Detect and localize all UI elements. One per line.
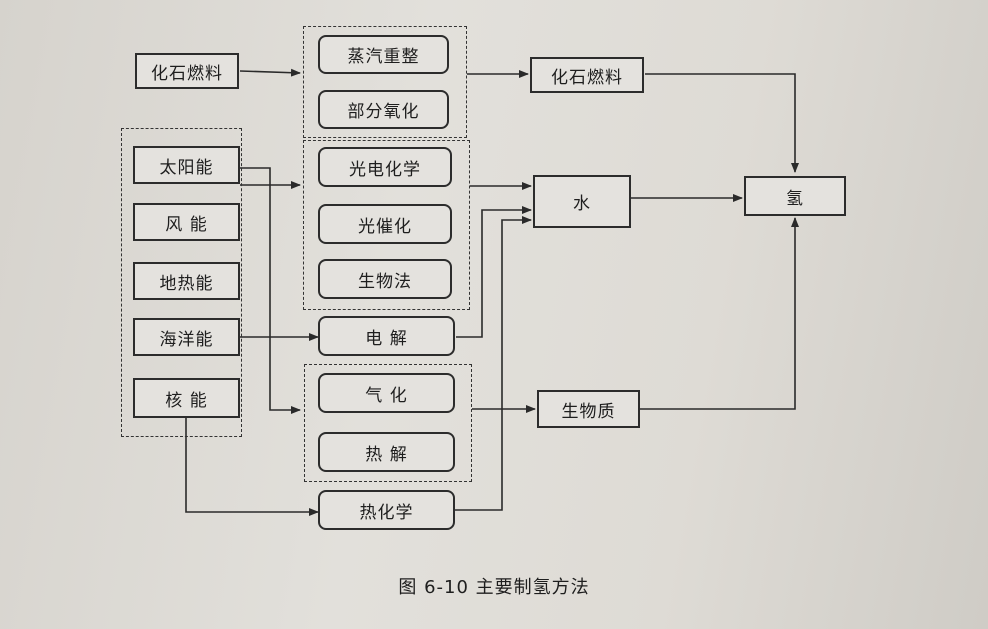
arrow-fossil-to-hydrogen (645, 73, 799, 173)
process-pyrolysis: 热 解 (318, 432, 455, 472)
intermediate-water: 水 (533, 175, 631, 228)
product-hydrogen: 氢 (744, 176, 846, 216)
figure-caption: 图 6-10 主要制氢方法 (398, 577, 590, 598)
process-steam-reforming: 蒸汽重整 (318, 35, 449, 74)
fossil-process-group (303, 26, 467, 138)
process-partial-oxidation: 部分氧化 (318, 90, 449, 129)
intermediate-fossil-fuel: 化石燃料 (530, 57, 644, 93)
source-nuclear: 核 能 (133, 378, 240, 418)
thermal-process-group (304, 364, 472, 482)
process-electrolysis: 电 解 (318, 316, 455, 356)
source-ocean: 海洋能 (133, 318, 240, 356)
source-geothermal: 地热能 (133, 262, 240, 300)
source-fossil-fuel: 化石燃料 (135, 53, 239, 89)
process-thermochemical: 热化学 (318, 490, 455, 530)
process-gasification: 气 化 (318, 373, 455, 413)
process-biological: 生物法 (318, 259, 452, 299)
arrow-thermochem-to-water (455, 216, 532, 511)
arrow-fossil-to-reforming (239, 68, 301, 77)
source-wind: 风 能 (133, 203, 240, 241)
arrow-solar-to-gasification (240, 167, 301, 414)
source-solar: 太阳能 (133, 146, 240, 184)
arrow-electrolysis-to-water (456, 206, 532, 338)
process-photocatalysis: 光催化 (318, 204, 452, 244)
photo-process-group (303, 140, 470, 310)
renewable-sources-group (121, 128, 242, 437)
process-photoelectrochemical: 光电化学 (318, 147, 452, 187)
arrow-nuclear-to-thermochem (185, 418, 319, 516)
arrow-biomass-to-hydrogen (640, 217, 799, 410)
intermediate-biomass: 生物质 (537, 390, 640, 428)
